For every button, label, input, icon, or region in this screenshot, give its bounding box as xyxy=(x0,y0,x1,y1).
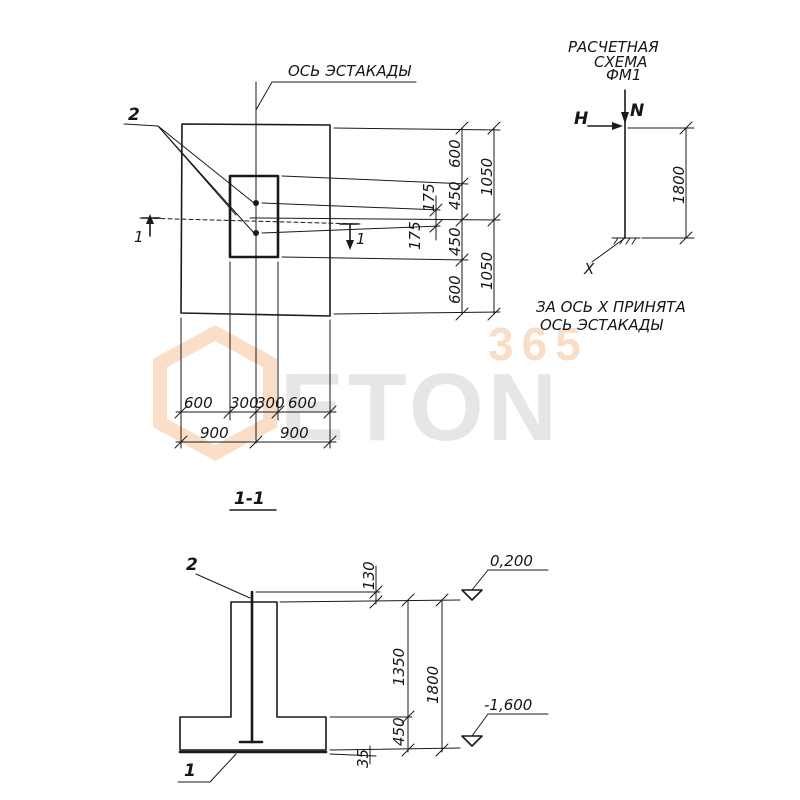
callout-leader-c xyxy=(157,125,237,216)
bottom-extension-lines xyxy=(180,261,331,449)
section-callout-2: 2 xyxy=(186,555,198,575)
design-scheme: РАСЧЕТНАЯ СХЕМА ФМ1 N H X 1800 ЗА xyxy=(536,38,695,334)
section-callout-1-leader xyxy=(177,753,237,783)
section-dim-slab: 450 xyxy=(390,717,408,746)
section-title: 1-1 xyxy=(234,489,265,509)
dim-bottom-full: 1050 xyxy=(478,252,496,290)
scheme-title-line2: СХЕМА xyxy=(594,53,647,71)
watermark-hexagon-logo xyxy=(153,325,277,461)
dim-mid-lower: 175 xyxy=(406,221,424,250)
scheme-title-line3: ФМ1 xyxy=(606,66,641,84)
anchor-bolt-1 xyxy=(253,200,259,206)
scheme-label-h: H xyxy=(574,109,588,129)
slab-outline xyxy=(180,123,331,317)
right-dimension-lines xyxy=(429,121,501,321)
callout-underline xyxy=(123,123,159,127)
section-outline xyxy=(179,601,327,751)
scheme-force-n-arrow xyxy=(621,112,629,124)
watermark-number: 365 xyxy=(488,318,589,370)
scheme-note-line2: ОСЬ ЭСТАКАДЫ xyxy=(540,316,663,334)
plan-view: ОСЬ ЭСТАКАДЫ 2 1 1 xyxy=(123,62,501,449)
dim-bottom-c: 300 xyxy=(256,394,285,412)
scheme-x-axis xyxy=(591,237,626,263)
section-mark-left: 1 xyxy=(134,214,161,246)
section-callout-2-leader xyxy=(195,573,251,599)
section-dim-column: 1350 xyxy=(390,648,408,686)
section-view: 1-1 2 1 xyxy=(177,489,549,783)
axis-label-leader xyxy=(255,81,417,111)
plan-callout-2: 2 xyxy=(128,105,140,125)
scheme-fixed-support xyxy=(611,237,641,245)
bottom-dimension-lines xyxy=(174,405,337,449)
scheme-height-dimension xyxy=(627,121,695,245)
elevation-mark-bottom xyxy=(461,713,549,747)
watermark: 365 ETON xyxy=(153,318,589,461)
watermark-word: ETON xyxy=(280,354,561,461)
section-mark-right-label: 1 xyxy=(356,230,366,248)
dim-bottom-d: 600 xyxy=(288,394,317,412)
scheme-label-x: X xyxy=(583,260,595,278)
dim-top-inner: 450 xyxy=(446,181,464,210)
dim-half-left: 900 xyxy=(200,424,229,442)
section-cut-line xyxy=(139,217,361,225)
dim-half-right: 900 xyxy=(280,424,309,442)
dim-mid-upper: 175 xyxy=(420,183,438,212)
elevation-top-label: 0,200 xyxy=(490,552,533,570)
section-mark-left-label: 1 xyxy=(134,228,144,246)
dim-bottom-a: 600 xyxy=(184,394,213,412)
section-dim-total: 1800 xyxy=(424,666,442,704)
right-extension-lines xyxy=(259,127,501,315)
section-dim-top: 130 xyxy=(360,561,378,590)
anchor-bolt-2 xyxy=(253,230,259,236)
callout-leader-a xyxy=(157,125,255,204)
section-extension-lines xyxy=(255,591,461,757)
elevation-mark-top xyxy=(461,569,549,601)
elevation-bottom-label: -1,600 xyxy=(484,696,532,714)
dim-top-full: 1050 xyxy=(478,158,496,196)
dim-bottom-b: 300 xyxy=(230,394,259,412)
dim-bottom-inner: 450 xyxy=(446,227,464,256)
axis-label: ОСЬ ЭСТАКАДЫ xyxy=(288,62,411,80)
section-dimension-lines xyxy=(369,565,449,765)
column-outline xyxy=(228,174,280,259)
scheme-label-n: N xyxy=(630,101,644,121)
scheme-height-label: 1800 xyxy=(670,166,688,204)
scheme-note-line1: ЗА ОСЬ X ПРИНЯТА xyxy=(536,298,686,316)
scheme-force-h-arrow xyxy=(612,122,623,130)
dim-bottom-outer: 600 xyxy=(446,275,464,304)
section-callout-1: 1 xyxy=(184,761,196,781)
section-dim-prep: 35 xyxy=(354,749,372,768)
scheme-title-line1: РАСЧЕТНАЯ xyxy=(568,38,659,56)
section-mark-right: 1 xyxy=(339,223,366,250)
dim-top-outer: 600 xyxy=(446,139,464,168)
